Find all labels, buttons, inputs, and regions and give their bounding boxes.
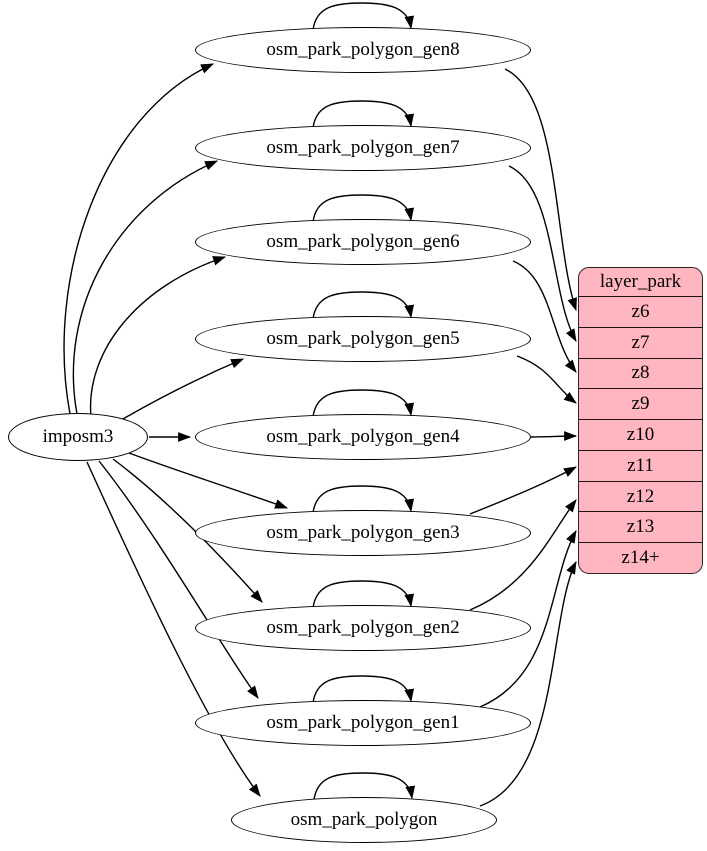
self-loop-gen3 <box>312 485 415 514</box>
edge-polygon-to-z14 <box>479 561 577 807</box>
node-label: osm_park_polygon_gen2 <box>266 617 460 638</box>
edge-imposm3-to-gen5 <box>115 358 244 424</box>
node-label: osm_park_polygon <box>290 809 438 830</box>
node-osm-park-polygon-gen7: osm_park_polygon_gen7 <box>195 125 531 171</box>
node-label: osm_park_polygon_gen1 <box>266 712 460 733</box>
edge-imposm3-to-gen7 <box>72 160 218 415</box>
edge-imposm3-to-gen1 <box>98 460 259 699</box>
edge-gen6-to-z8 <box>512 260 577 373</box>
node-label: osm_park_polygon_gen5 <box>266 328 460 349</box>
self-loop-gen1 <box>312 675 415 704</box>
edge-gen5-to-z9 <box>516 355 577 404</box>
layer-park-title: layer_park <box>599 271 682 292</box>
self-loop-gen5 <box>312 291 415 320</box>
layer-park-row-z13: z13 <box>579 511 702 542</box>
node-osm-park-polygon-gen2: osm_park_polygon_gen2 <box>195 605 531 651</box>
node-osm-park-polygon-gen3: osm_park_polygon_gen3 <box>195 510 531 556</box>
node-label: osm_park_polygon_gen4 <box>266 426 460 447</box>
layer-park-row-z9: z9 <box>579 388 702 419</box>
edge-gen7-to-z7 <box>508 165 577 342</box>
node-osm-park-polygon-gen6: osm_park_polygon_gen6 <box>195 219 531 265</box>
self-loop-polygon <box>313 772 416 801</box>
node-osm-park-polygon: osm_park_polygon <box>231 797 497 843</box>
node-label: osm_park_polygon_gen7 <box>266 137 460 158</box>
node-osm-park-polygon-gen8: osm_park_polygon_gen8 <box>195 27 531 73</box>
self-loop-gen6 <box>312 194 415 223</box>
self-loop-gen4 <box>312 389 415 418</box>
node-layer-park: layer_park z6 z7 z8 z9 z10 z11 z12 z13 z… <box>578 267 703 574</box>
node-label: osm_park_polygon_gen6 <box>266 231 460 252</box>
node-osm-park-polygon-gen5: osm_park_polygon_gen5 <box>195 316 531 362</box>
node-osm-park-polygon-gen1: osm_park_polygon_gen1 <box>195 700 531 746</box>
node-label: osm_park_polygon_gen8 <box>266 39 460 60</box>
self-loop-gen2 <box>312 580 415 609</box>
self-loop-gen8 <box>312 2 415 31</box>
layer-park-row-z10: z10 <box>579 419 702 450</box>
node-imposm3-label: imposm3 <box>42 426 114 447</box>
edge-imposm3-to-gen3 <box>128 452 289 509</box>
self-loop-gen7 <box>312 100 415 129</box>
layer-park-row-z12: z12 <box>579 480 702 512</box>
layer-park-row-z8: z8 <box>579 357 702 389</box>
node-label: osm_park_polygon_gen3 <box>266 522 460 543</box>
layer-park-row-z6: z6 <box>579 296 702 327</box>
node-osm-park-polygon-gen4: osm_park_polygon_gen4 <box>195 414 531 460</box>
layer-park-row-z7: z7 <box>579 326 702 358</box>
edge-gen3-to-z11 <box>469 466 577 515</box>
edge-imposm3-to-gen8 <box>63 63 214 415</box>
edge-gen8-to-z6 <box>504 68 577 312</box>
layer-park-row-z11: z11 <box>579 449 702 481</box>
layer-park-row-z14plus: z14+ <box>579 542 702 573</box>
edge-gen4-to-z10 <box>530 431 578 441</box>
node-imposm3: imposm3 <box>8 413 148 461</box>
